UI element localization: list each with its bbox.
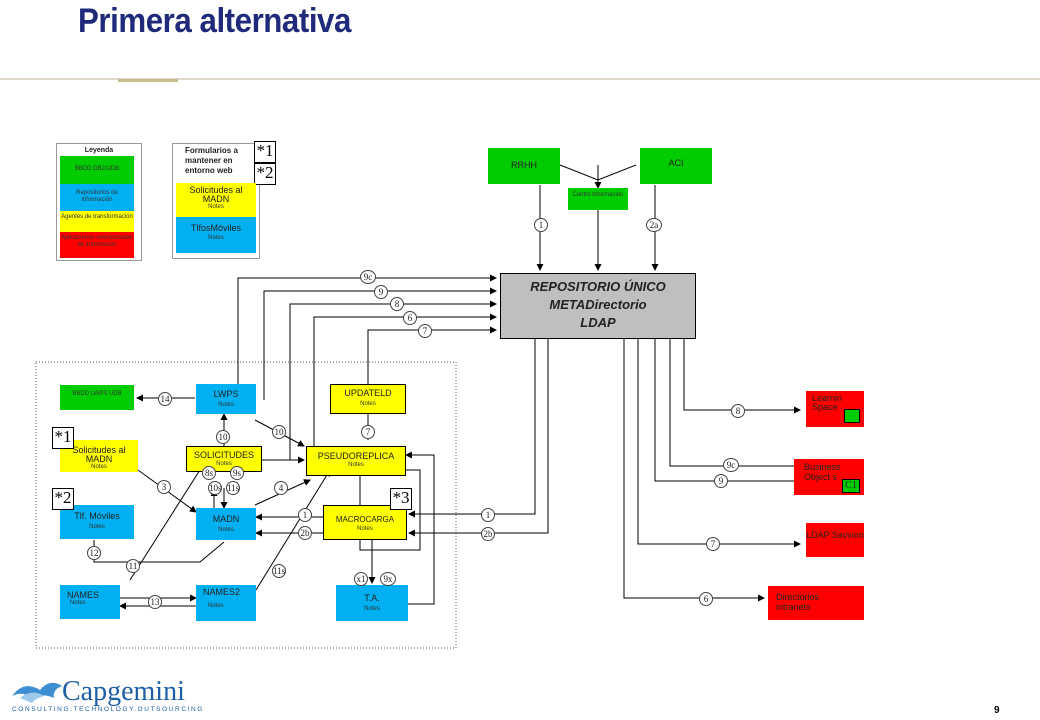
step-marker: 11s	[226, 481, 240, 495]
target-ldap-savvion: LDAP Savvion	[806, 523, 864, 557]
step-marker: 7	[706, 537, 720, 551]
mark-star-3: *3	[390, 488, 412, 510]
source-aci: ACI	[640, 148, 712, 184]
step-marker: 9c	[723, 458, 739, 472]
step-marker: 6	[403, 311, 417, 325]
step-marker: 9c	[360, 270, 376, 284]
node-updateld: UPDATELD Notes	[330, 384, 406, 414]
step-marker: 8s	[202, 466, 216, 480]
target-directorios: Directorios intranets	[768, 586, 864, 620]
node-tlf-moviles: Tlf. Móviles Notes	[60, 505, 134, 539]
brand-tagline: CONSULTING.TECHNOLOGY.OUTSOURCING	[12, 706, 204, 713]
source-rrhh: RRHH	[488, 148, 560, 184]
step-marker: 1	[534, 218, 548, 232]
step-marker: 7	[361, 425, 375, 439]
node-ta: T.A. Notes	[336, 585, 408, 621]
step-marker: 2b	[481, 527, 495, 541]
step-marker: 9s	[230, 466, 244, 480]
node-lwps: LWPS Notes	[196, 384, 256, 414]
mark-star-2: *2	[52, 488, 74, 510]
business-badge: C1	[842, 479, 860, 493]
title-rule	[0, 78, 1040, 80]
form-solicitudes: Solicitudes al MADN Notes	[176, 183, 256, 217]
step-marker: 2b	[298, 526, 312, 540]
page-number: 9	[994, 705, 1000, 716]
learning-badge	[844, 409, 860, 423]
legend-agentes: Agentes de transformación	[60, 211, 134, 232]
step-marker: 9	[714, 474, 728, 488]
step-marker: 6	[699, 592, 713, 606]
title-rule-accent	[118, 79, 178, 82]
legend-title: Leyenda	[84, 147, 114, 154]
node-pseudoreplica: PSEUDOREPLICA Notes	[306, 446, 406, 476]
step-marker: 9	[374, 285, 388, 299]
step-marker: 1	[298, 508, 312, 522]
repositorio-unico: REPOSITORIO ÚNICO METADirectorio LDAP	[500, 273, 696, 339]
capgemini-logo-icon	[12, 682, 62, 703]
step-marker: 10	[272, 425, 286, 439]
step-marker: 10s	[208, 481, 222, 495]
step-marker: 12	[87, 546, 101, 560]
brand-name: Capgemini	[62, 676, 185, 707]
step-marker: 2a	[646, 218, 662, 232]
step-marker: 4	[274, 481, 288, 495]
step-marker: 1	[481, 508, 495, 522]
step-marker: 7	[418, 324, 432, 338]
node-names2: NAMES2 Notes	[196, 585, 256, 621]
step-marker: 11	[126, 559, 140, 573]
legend-repositorios: Repositorios de información	[60, 184, 134, 211]
step-marker: 9x	[380, 572, 396, 586]
node-names: NAMES Notes	[60, 585, 120, 619]
node-bbdd-lwps: BBDD LWPS UDB	[60, 385, 134, 410]
step-marker: 8	[390, 297, 404, 311]
step-marker: 10	[216, 430, 230, 444]
node-madn: MADN Notes	[196, 508, 256, 540]
form-tlfos: TlfosMóviles Notes	[176, 217, 256, 253]
step-marker: 3	[157, 480, 171, 494]
step-marker: 14	[158, 392, 172, 406]
source-centro: Centro Información	[568, 188, 628, 210]
step-marker: 11s	[272, 564, 286, 578]
step-marker: 13	[148, 595, 162, 609]
page-title: Primera alternativa	[78, 2, 351, 40]
forms-mark-1: *1	[254, 141, 276, 163]
legend-db2: BBDD DB2/UDB	[60, 156, 134, 184]
forms-mark-2: *2	[254, 163, 276, 185]
target-business: Business Object s C1	[794, 459, 864, 495]
node-macrocarga: MACROCARGA Notes	[323, 505, 407, 540]
target-learning: Learnin Space	[806, 391, 864, 427]
mark-star-1: *1	[52, 427, 74, 449]
forms-title: Formularios a mantener en entorno web	[185, 146, 238, 175]
node-solicitudes: SOLICITUDES Notes	[186, 446, 262, 472]
step-marker: x1	[354, 572, 368, 586]
legend-aplicaciones: Aplicaciones sincronizadas de informació…	[60, 232, 134, 258]
step-marker: 8	[731, 404, 745, 418]
